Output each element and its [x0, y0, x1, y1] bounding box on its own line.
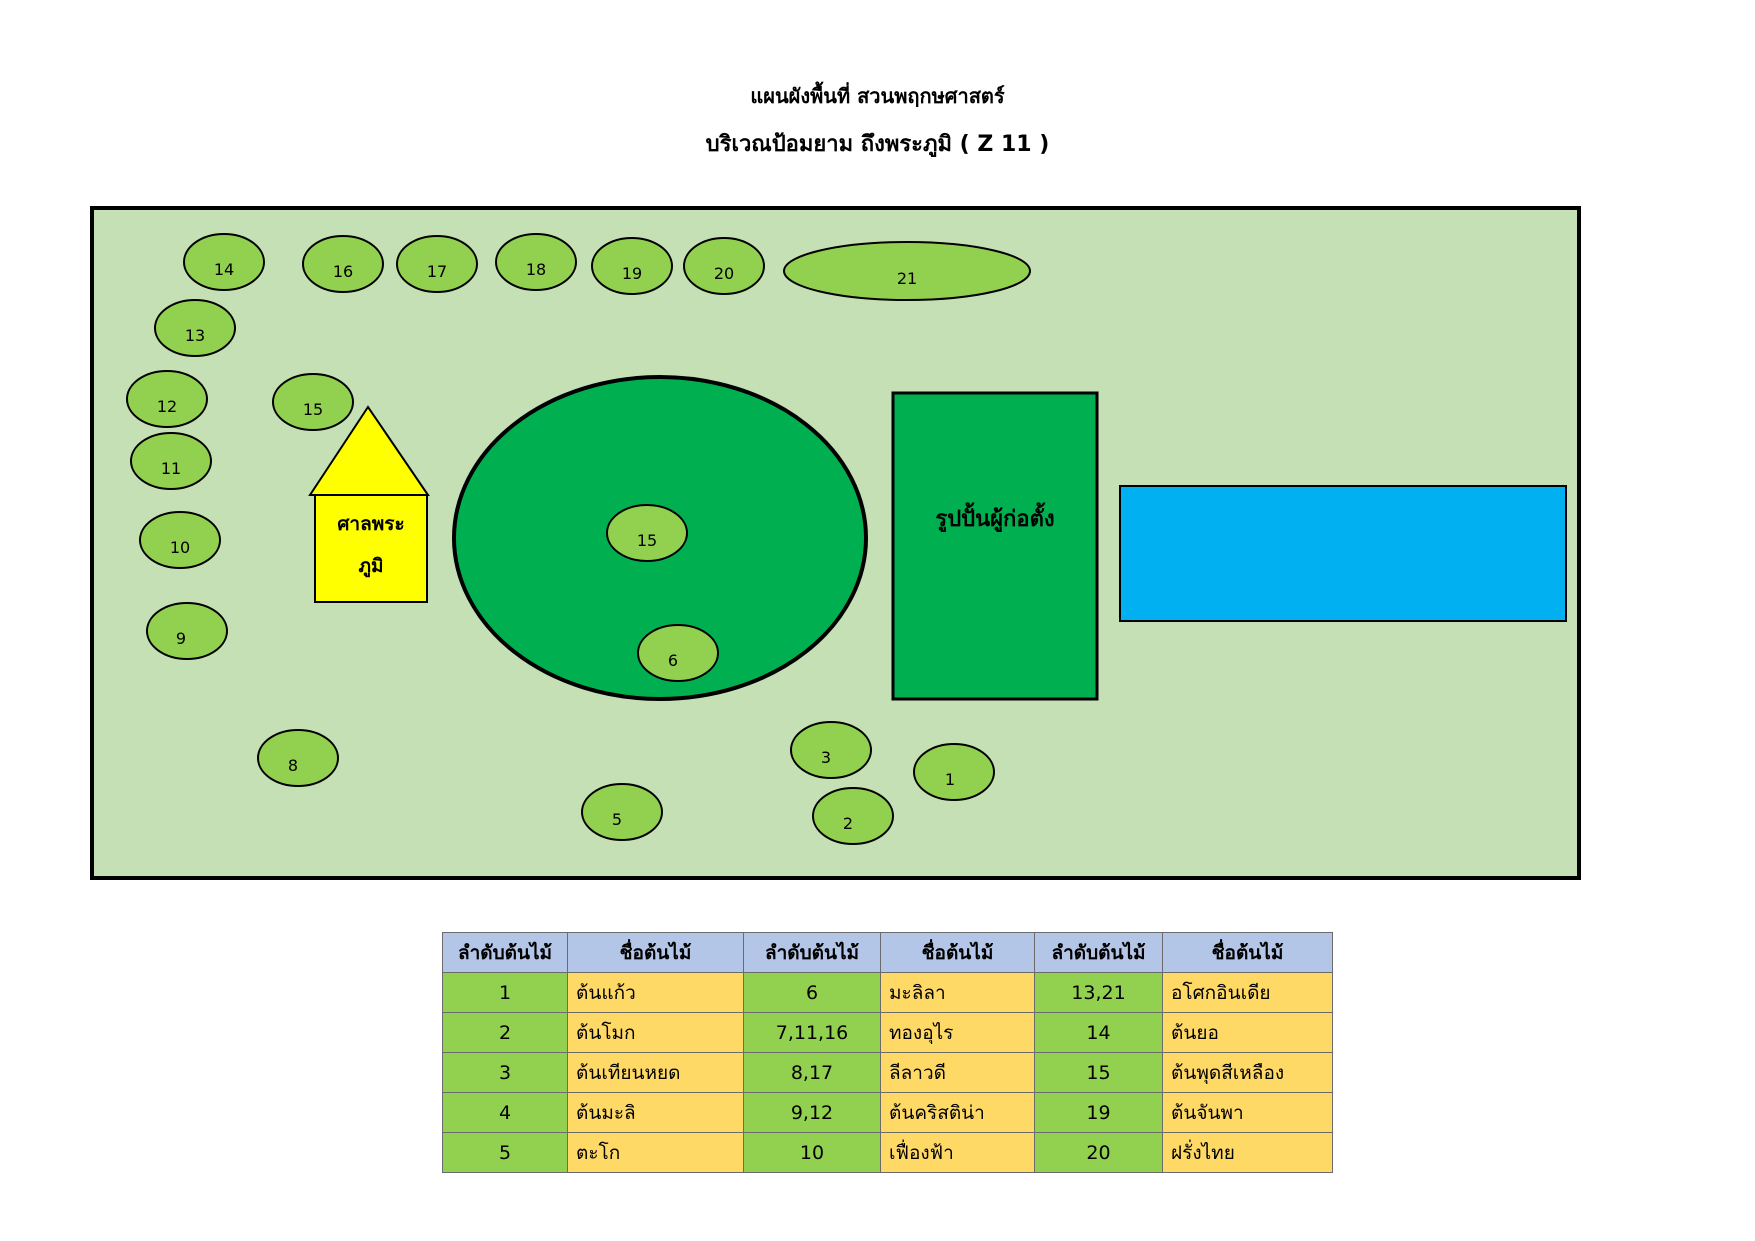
tree-15-center: [606, 504, 688, 562]
tree-number: 15: [303, 400, 323, 419]
tree-name-cell: ต้นมะลิ: [567, 1092, 744, 1133]
tree-name-cell: ลีลาวดี: [880, 1052, 1035, 1093]
tree-17: [396, 235, 478, 293]
tree-number: 5: [612, 810, 622, 829]
legend-header-row: ลำดับต้นไม้ ชื่อต้นไม้ ลำดับต้นไม้ ชื่อต…: [442, 932, 1333, 973]
tree-number-cell: 5: [442, 1132, 568, 1173]
shrine-label-line2: ภูมิ: [358, 555, 383, 578]
tree-number: 6: [668, 651, 678, 670]
tree-name-cell: มะลิลา: [880, 972, 1035, 1013]
tree-number-cell: 8,17: [743, 1052, 881, 1093]
tree-number-cell: 20: [1034, 1132, 1163, 1173]
tree-name-cell: ตะโก: [567, 1132, 744, 1173]
tree-name-cell: ต้นยอ: [1162, 1012, 1333, 1053]
table-row: 1 ต้นแก้ว 6 มะลิลา 13,21 อโศกอินเดีย: [442, 972, 1333, 1013]
tree-number: 19: [622, 264, 642, 283]
table-row: 3 ต้นเทียนหยด 8,17 ลีลาวดี 15 ต้นพุดสีเห…: [442, 1052, 1333, 1093]
tree-16: [302, 235, 384, 293]
table-row: 2 ต้นโมก 7,11,16 ทองอุไร 14 ต้นยอ: [442, 1012, 1333, 1053]
pond: [1119, 485, 1567, 622]
tree-legend-table: ลำดับต้นไม้ ชื่อต้นไม้ ลำดับต้นไม้ ชื่อต…: [442, 932, 1333, 1173]
tree-markers: 14 16 17 18 19 20 21 13 12 15 11 10 9 8 …: [126, 233, 1031, 845]
tree-21: [783, 241, 1031, 301]
tree-8: [257, 729, 339, 787]
tree-number-cell: 2: [442, 1012, 568, 1053]
tree-number: 20: [714, 264, 734, 283]
header-tree-name: ชื่อต้นไม้: [1162, 932, 1333, 973]
tree-number-cell: 1: [442, 972, 568, 1013]
tree-10: [139, 511, 221, 569]
tree-20: [683, 237, 765, 295]
tree-name-cell: ต้นคริสติน่า: [880, 1092, 1035, 1133]
table-row: 5 ตะโก 10 เฟื่องฟ้า 20 ฝรั่งไทย: [442, 1132, 1333, 1173]
tree-name-cell: เฟื่องฟ้า: [880, 1132, 1035, 1173]
tree-14: [183, 233, 265, 291]
tree-number-cell: 15: [1034, 1052, 1163, 1093]
tree-1: [913, 743, 995, 801]
tree-15-shrine-side: [272, 373, 354, 431]
tree-number-cell: 19: [1034, 1092, 1163, 1133]
tree-number-cell: 9,12: [743, 1092, 881, 1133]
tree-number: 12: [157, 397, 177, 416]
tree-number: 11: [161, 459, 181, 478]
founder-statue-label: รูปปั้นผู้ก่อตั้ง: [935, 502, 1054, 533]
header-tree-name: ชื่อต้นไม้: [567, 932, 744, 973]
tree-number-cell: 7,11,16: [743, 1012, 881, 1053]
header-tree-number: ลำดับต้นไม้: [743, 932, 881, 973]
tree-number: 14: [214, 260, 234, 279]
tree-11: [130, 432, 212, 490]
tree-name-cell: ฝรั่งไทย: [1162, 1132, 1333, 1173]
tree-number: 1: [945, 770, 955, 789]
tree-name-cell: ทองอุไร: [880, 1012, 1035, 1053]
tree-name-cell: ต้นเทียนหยด: [567, 1052, 744, 1093]
tree-5: [581, 783, 663, 841]
tree-number: 8: [288, 756, 298, 775]
tree-number-cell: 10: [743, 1132, 881, 1173]
tree-number: 13: [185, 326, 205, 345]
tree-2: [812, 787, 894, 845]
tree-number: 15: [637, 531, 657, 550]
founder-statue-area: [891, 391, 1099, 701]
tree-19: [591, 237, 673, 295]
page-subtitle: บริเวณป้อมยาม ถึงพระภูมิ ( Z 11 ): [705, 132, 1050, 157]
tree-name-cell: ต้นจันพา: [1162, 1092, 1333, 1133]
tree-name-cell: ต้นโมก: [567, 1012, 744, 1053]
tree-name-cell: ต้นแก้ว: [567, 972, 744, 1013]
page-title: แผนผังพื้นที่ สวนพฤกษศาสตร์: [750, 84, 1005, 108]
tree-number-cell: 13,21: [1034, 972, 1163, 1013]
tree-3: [790, 721, 872, 779]
tree-12: [126, 370, 208, 428]
tree-18: [495, 233, 577, 291]
header-tree-number: ลำดับต้นไม้: [442, 932, 568, 973]
site-plan: ศาลพระ ภูมิ รูปปั้นผู้ก่อตั้ง 14 16 17 1…: [90, 206, 1581, 880]
tree-name-cell: อโศกอินเดีย: [1162, 972, 1333, 1013]
tree-number: 10: [170, 538, 190, 557]
tree-6: [637, 624, 719, 682]
tree-number: 17: [427, 262, 447, 281]
header-tree-name: ชื่อต้นไม้: [880, 932, 1035, 973]
shrine-body: [314, 494, 428, 603]
tree-number-cell: 14: [1034, 1012, 1163, 1053]
tree-number: 18: [526, 260, 546, 279]
table-row: 4 ต้นมะลิ 9,12 ต้นคริสติน่า 19 ต้นจันพา: [442, 1092, 1333, 1133]
tree-number: 9: [176, 629, 186, 648]
tree-number-cell: 6: [743, 972, 881, 1013]
tree-number-cell: 3: [442, 1052, 568, 1093]
tree-name-cell: ต้นพุดสีเหลือง: [1162, 1052, 1333, 1093]
tree-number: 3: [821, 748, 831, 767]
tree-9: [146, 602, 228, 660]
tree-number: 16: [333, 262, 353, 281]
tree-number-cell: 4: [442, 1092, 568, 1133]
tree-number: 2: [843, 814, 853, 833]
header-tree-number: ลำดับต้นไม้: [1034, 932, 1163, 973]
shrine-label-line1: ศาลพระ: [337, 513, 404, 535]
tree-13: [154, 299, 236, 357]
tree-number: 21: [897, 269, 917, 288]
